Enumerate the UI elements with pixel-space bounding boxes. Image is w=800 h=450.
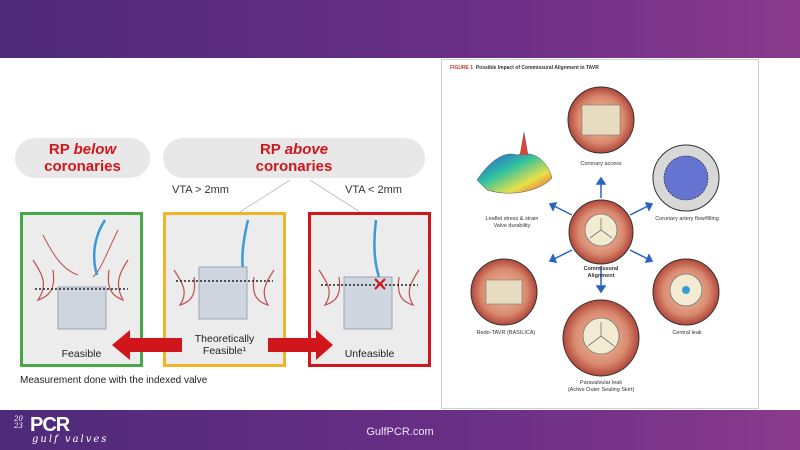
caption-leaflet-stress-2: Valve durability [493, 223, 531, 229]
panel-unfeasible-label: Unfeasible [344, 348, 395, 360]
figure-illustration [470, 86, 720, 377]
panel-feasible-label: Feasible [61, 348, 102, 360]
caption-leaflet-stress: Leaflet stress & strain Valve durability [472, 216, 552, 230]
figure-title-prefix: FIGURE 1 [450, 65, 474, 71]
commissural-alignment-figure: FIGURE 1 Possible Impact of Commissural … [441, 59, 759, 409]
feasible-illustration [32, 219, 129, 330]
unfeasible-illustration [318, 219, 420, 330]
caption-center-2: Alignment [587, 273, 615, 279]
logo-year: 2023 [14, 415, 23, 430]
arrow-left-icon [112, 330, 182, 360]
caption-coronary-flow: Coronary artery flow/filling [655, 216, 719, 222]
header-band [0, 0, 800, 58]
panel-theoretically-feasible: Theoretically Feasible¹ [163, 212, 286, 367]
caption-center-1: Commissural [583, 266, 619, 272]
measurement-note: Measurement done with the indexed valve [20, 375, 208, 386]
footer-band [0, 410, 800, 450]
progression-arrows [112, 330, 333, 360]
caption-center: Commissural Alignment [561, 266, 641, 280]
vta-label-left: VTA > 2mm [172, 184, 229, 196]
footer-website[interactable]: GulfPCR.com [366, 426, 434, 438]
vta-connectors [239, 179, 361, 213]
caption-redo-tavr: Redo-TAVR (BASILICA) [476, 330, 536, 336]
logo-subtitle: gulf valves [32, 434, 109, 445]
panel-theoretical-line2: Feasible¹ [202, 345, 247, 357]
pill-above-emph: above [284, 141, 329, 158]
pill-rp-below: RP below coronaries [15, 138, 150, 178]
logo-brand: PCR [30, 414, 70, 436]
pill-below-emph: below [73, 141, 117, 158]
arrow-right-icon [268, 330, 333, 360]
caption-paravalvular-1: Paravalvular leak [579, 380, 623, 386]
figure-title-text: Possible Impact of Commissural Alignment… [475, 65, 599, 71]
pill-rp-above: RP above coronaries [163, 138, 425, 178]
pill-below-prefix: RP [48, 141, 74, 158]
caption-paravalvular-2: (Active Outer Sealing Skirt) [567, 387, 635, 393]
figure-title: FIGURE 1 Possible Impact of Commissural … [450, 65, 599, 71]
pill-above-prefix: RP [259, 141, 285, 158]
caption-coronary-access: Coronary access [580, 161, 622, 167]
caption-paravalvular: Paravalvular leak (Active Outer Sealing … [551, 380, 651, 394]
caption-leaflet-stress-1: Leaflet stress & strain [485, 216, 539, 222]
theoretical-illustration [173, 219, 275, 320]
caption-central-leak: Central leak [672, 330, 702, 336]
pill-above-line2: coronaries [255, 158, 333, 175]
pill-below-line2: coronaries [44, 158, 121, 175]
gulf-pcr-logo: 2023 PCR gulf valves [14, 414, 106, 448]
panel-theoretical-line1: Theoretically [194, 333, 255, 345]
vta-label-right: VTA < 2mm [345, 184, 402, 196]
panel-theoretical-label: Theoretically Feasible¹ [166, 333, 283, 357]
